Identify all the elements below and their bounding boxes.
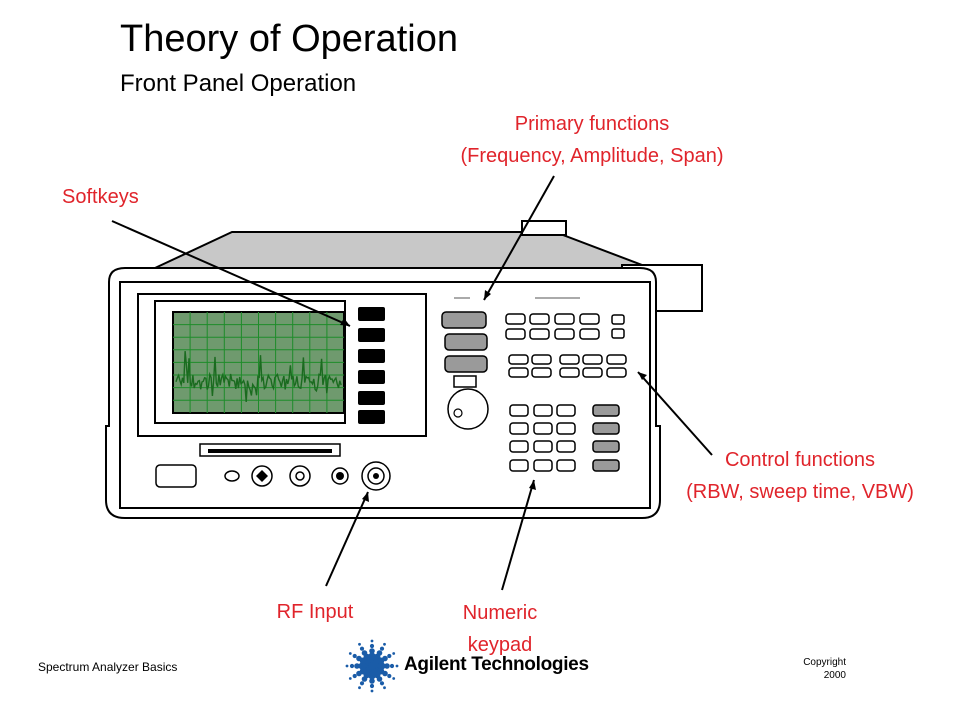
footer-copyright: Copyright 2000 <box>790 656 846 682</box>
slide-title: Theory of Operation <box>120 18 458 60</box>
footer-course-title: Spectrum Analyzer Basics <box>38 660 178 674</box>
callout-numeric-keypad: Numeric keypad <box>440 597 560 661</box>
copyright-line2: 2000 <box>823 670 846 681</box>
callout-primary-functions: Primary functions (Frequency, Amplitude,… <box>424 108 760 172</box>
copyright-line1: Copyright <box>803 657 846 668</box>
callout-rf-input-label: RF Input <box>276 601 354 623</box>
agilent-logo-text: Agilent Technologies <box>404 654 589 675</box>
callout-rf-input: RF Input <box>255 596 375 628</box>
callout-primary-line2: (Frequency, Amplitude, Span) <box>460 145 724 167</box>
callout-control-functions: Control functions (RBW, sweep time, VBW) <box>650 444 950 508</box>
callout-numeric-line1: Numeric <box>462 602 538 624</box>
callout-numeric-line2: keypad <box>467 634 533 656</box>
callout-softkeys: Softkeys <box>50 181 172 213</box>
slide-subtitle: Front Panel Operation <box>120 70 357 97</box>
callout-softkeys-label: Softkeys <box>62 186 139 208</box>
agilent-spark-logo-icon <box>345 639 399 693</box>
callout-primary-line1: Primary functions <box>514 113 670 135</box>
callout-control-line2: (RBW, sweep time, VBW) <box>686 481 914 503</box>
callout-control-line1: Control functions <box>724 449 876 471</box>
